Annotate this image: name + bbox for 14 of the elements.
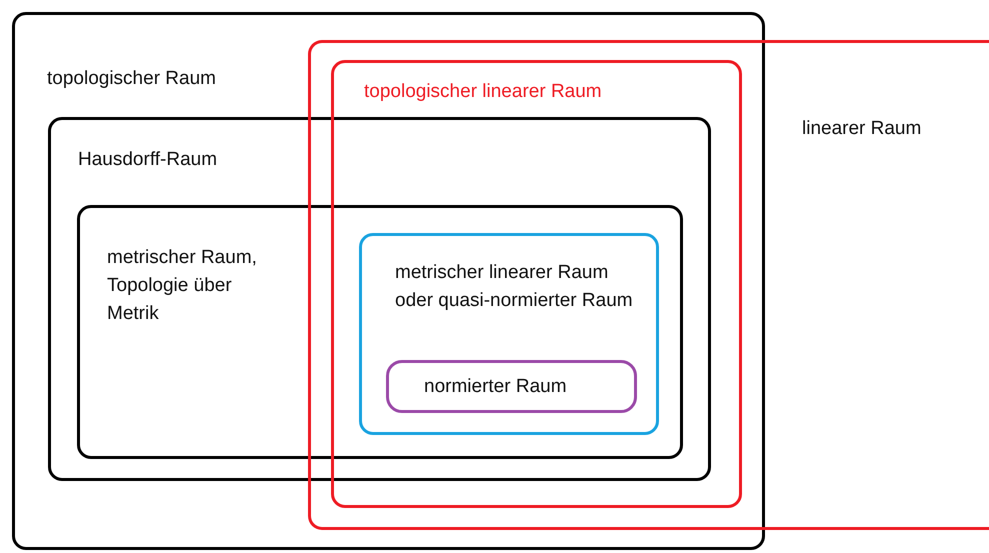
set-label: linearer Raum — [802, 117, 922, 141]
set-region — [48, 117, 711, 481]
set-label: Hausdorff-Raum — [78, 148, 218, 172]
set-label: metrischer Raum, Topologie über Metrik — [107, 246, 258, 326]
set-region — [359, 233, 659, 435]
set-label: topologischer Raum — [47, 67, 217, 91]
set-label: metrischer linearer Raum oder quasi-normierter Raum — [395, 261, 634, 313]
set-label: topologischer linearer Raum — [364, 80, 603, 104]
set-region — [386, 360, 637, 413]
set-region — [77, 205, 683, 459]
set-region — [331, 60, 742, 508]
set-label: normierter Raum — [424, 375, 568, 399]
set-region — [308, 40, 989, 530]
set-region — [12, 12, 765, 550]
